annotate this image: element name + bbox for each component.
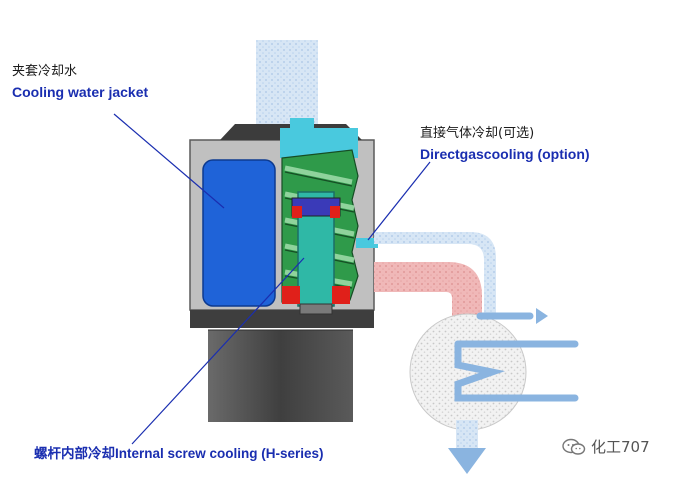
- wechat-icon: [562, 438, 586, 455]
- gas-side-port: [356, 238, 378, 248]
- jacket-label-en: Cooling water jacket: [12, 84, 149, 100]
- watermark: 化工707: [562, 436, 650, 457]
- seal-right: [332, 286, 350, 304]
- outlet-arrow: [448, 448, 486, 474]
- coil-arrows: [454, 312, 579, 402]
- gas-outlet-column: [456, 420, 478, 452]
- gas-inlet-column: [256, 40, 318, 130]
- watermark-text: 化工707: [591, 438, 650, 456]
- casing-bottom-plate: [190, 310, 374, 328]
- jacket-label-cn: 夹套冷却水: [12, 64, 78, 79]
- leader-screw: [131, 257, 305, 445]
- leader-jacket: [113, 113, 225, 209]
- screw-cooling-label: 螺杆内部冷却Internal screw cooling (H-series): [34, 446, 324, 461]
- arrow-head-top: [536, 308, 548, 324]
- cooling-water-jacket: [202, 159, 276, 307]
- gas-label-cn: 直接气体冷却(可选): [420, 126, 535, 141]
- cool-gas-pipe: [374, 232, 496, 316]
- pump-base: [208, 330, 353, 422]
- gas-label-en: Directgascooling (option): [420, 146, 590, 162]
- seal-left: [282, 286, 300, 304]
- hot-gas-pipe: [374, 262, 482, 320]
- leader-gas: [367, 161, 431, 241]
- heat-exchanger: [409, 313, 527, 431]
